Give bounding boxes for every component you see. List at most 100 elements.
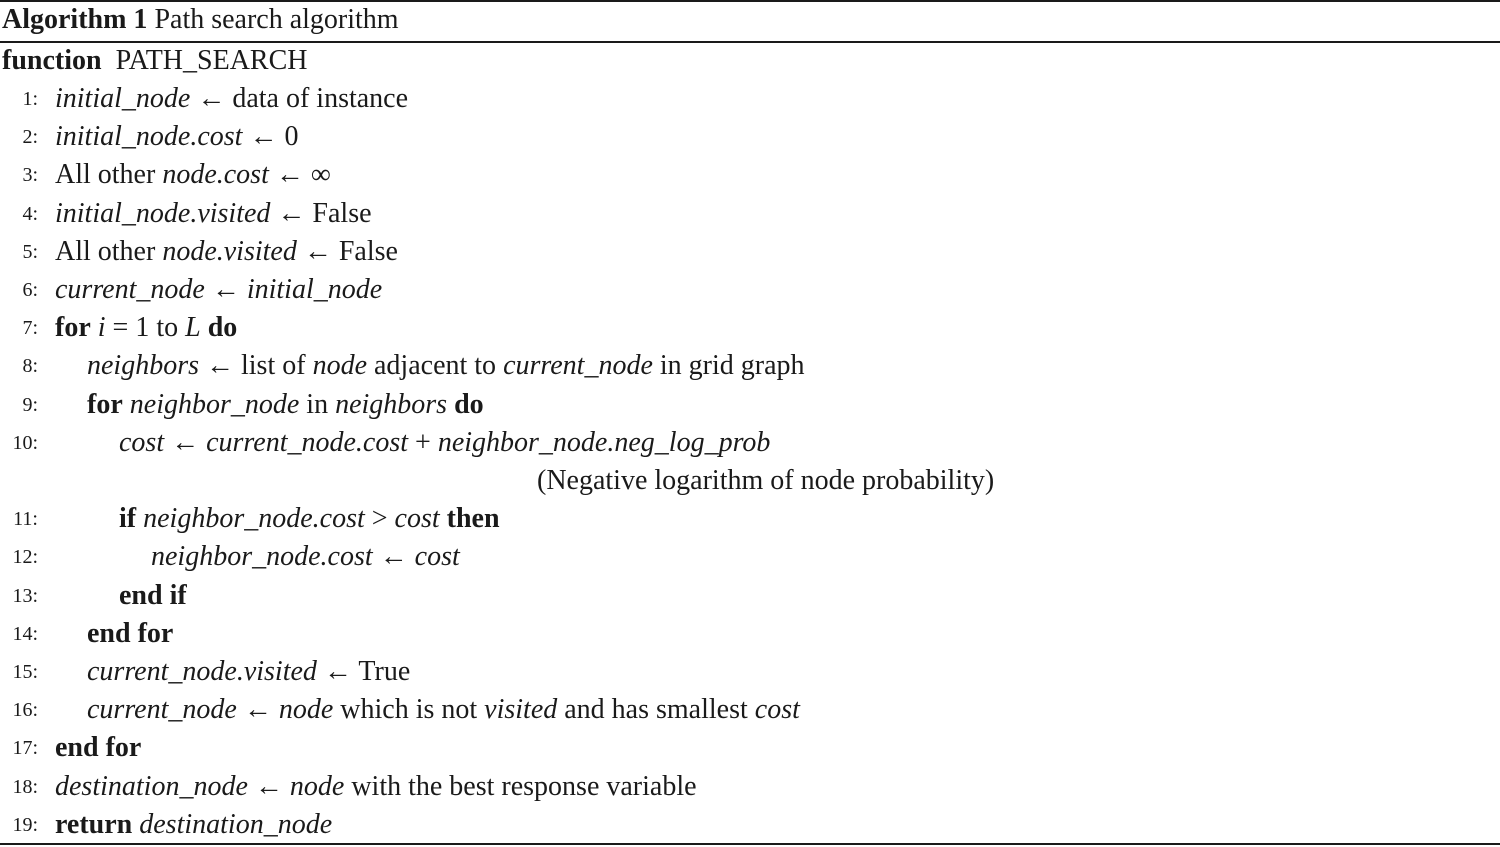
code-text: ←: [236, 694, 279, 726]
code-text: [201, 312, 208, 343]
top-rule: [0, 0, 1500, 2]
line-code: current_node ← node which is not visited…: [87, 693, 800, 727]
line-number: 18:: [12, 775, 38, 798]
line-code: return destination_node: [55, 808, 332, 842]
variable: neighbor_node.cost: [143, 503, 365, 535]
algorithm-label: Algorithm 1: [2, 4, 148, 35]
variable: destination_node: [55, 770, 248, 802]
keyword: for: [87, 388, 123, 420]
line-number: 5:: [22, 240, 38, 263]
keyword: return: [55, 808, 133, 840]
code-text: ←: [372, 541, 415, 573]
code-text: ← False: [270, 197, 372, 229]
code-text: adjacent to: [367, 350, 504, 382]
line-code: end for: [55, 731, 141, 765]
variable: current_node: [503, 350, 653, 382]
variable: L: [185, 312, 201, 344]
variable: cost: [754, 694, 800, 726]
algorithm-title: Path search algorithm: [154, 4, 399, 35]
variable: destination_node: [139, 808, 333, 840]
code-text: [123, 389, 130, 420]
code-text: with the best response variable: [344, 770, 697, 802]
variable: current_node.visited: [87, 656, 317, 687]
line-code: cost ← current_node.cost + neighbor_node…: [119, 426, 770, 460]
keyword: do: [454, 388, 484, 420]
line-number: 7:: [22, 317, 38, 340]
variable: visited: [484, 694, 558, 726]
variable: current_node: [55, 274, 205, 305]
code-text: = 1 to: [105, 312, 186, 344]
code-text: ← True: [316, 656, 411, 687]
line-code: current_node.visited ← True: [87, 655, 410, 689]
variable: cost: [119, 426, 165, 458]
variable: initial_node.cost: [55, 121, 243, 153]
line-number: 14:: [12, 622, 38, 645]
code-text: ←: [204, 274, 247, 305]
code-text: ← data of instance: [190, 83, 409, 114]
variable: neighbors: [335, 388, 448, 420]
algorithm-caption: Algorithm 1 Path search algorithm: [2, 3, 399, 37]
variable: current_node: [87, 694, 237, 726]
line-number: 10:: [12, 431, 38, 454]
variable: current_node.cost: [206, 426, 409, 458]
code-text: ← 0: [242, 121, 299, 153]
line-number: 13:: [12, 584, 38, 607]
line-code: initial_node.visited ← False: [55, 197, 372, 231]
code-text: ← False: [296, 235, 398, 267]
code-text: All other: [55, 235, 163, 267]
line-code: initial_node ← data of instance: [55, 82, 408, 116]
line-number: 12:: [12, 546, 38, 569]
variable: neighbors: [87, 350, 199, 382]
code-text: which is not: [333, 694, 485, 726]
line-number: 1:: [22, 88, 38, 110]
code-text: [440, 503, 447, 534]
line-code: end for: [87, 617, 173, 651]
variable: node: [289, 770, 345, 802]
variable: i: [97, 312, 106, 344]
variable: neighbor_node.cost: [151, 541, 373, 573]
line-code: All other node.cost ← ∞: [55, 158, 331, 192]
line-code: for i = 1 to L do: [55, 311, 237, 345]
keyword: if: [119, 503, 137, 535]
caption-rule: [0, 41, 1500, 43]
keyword: then: [446, 503, 500, 535]
variable: initial_node: [246, 274, 383, 305]
variable: node: [278, 694, 334, 726]
line-number: 17:: [12, 737, 38, 760]
line-number: 6:: [22, 279, 38, 301]
function-header: function PATH_SEARCH: [2, 44, 308, 78]
variable: node.visited: [162, 235, 297, 267]
variable: initial_node.visited: [55, 197, 271, 229]
line-number: 4:: [22, 202, 38, 225]
line-code: end if: [119, 579, 187, 613]
variable: cost: [414, 541, 460, 573]
variable: initial_node: [55, 83, 191, 114]
line-code: neighbor_node.cost ← cost: [151, 540, 460, 574]
code-text: and has smallest: [557, 694, 755, 726]
variable: node.cost: [162, 159, 269, 191]
code-text: All other: [55, 159, 163, 191]
code-text: ←: [164, 426, 207, 458]
code-text: ← ∞: [268, 159, 331, 191]
line-code: if neighbor_node.cost > cost then: [119, 502, 500, 536]
line-number: 16:: [12, 699, 38, 722]
code-text: in: [299, 388, 336, 420]
line-number: 2:: [22, 126, 38, 149]
line-code: neighbors ← list of node adjacent to cur…: [87, 349, 805, 383]
line-number: 8:: [22, 355, 38, 378]
line-code: current_node ← initial_node: [55, 273, 382, 307]
code-text: (Negative logarithm of node probability): [537, 465, 995, 496]
line-code: All other node.visited ← False: [55, 235, 398, 269]
function-name: PATH_SEARCH: [115, 45, 308, 76]
keyword: end for: [55, 732, 142, 764]
variable: neighbor_node.neg_log_prob: [437, 426, 771, 458]
variable: neighbor_node: [129, 388, 300, 420]
line-number: 11:: [13, 508, 38, 531]
line-number: 15:: [12, 661, 38, 683]
line-code: initial_node.cost ← 0: [55, 120, 298, 154]
code-text: ← list of: [199, 350, 313, 382]
code-text: ←: [247, 770, 290, 802]
code-text: [91, 312, 98, 343]
code-text: >: [364, 503, 395, 535]
line-code: for neighbor_node in neighbors do: [87, 388, 484, 422]
